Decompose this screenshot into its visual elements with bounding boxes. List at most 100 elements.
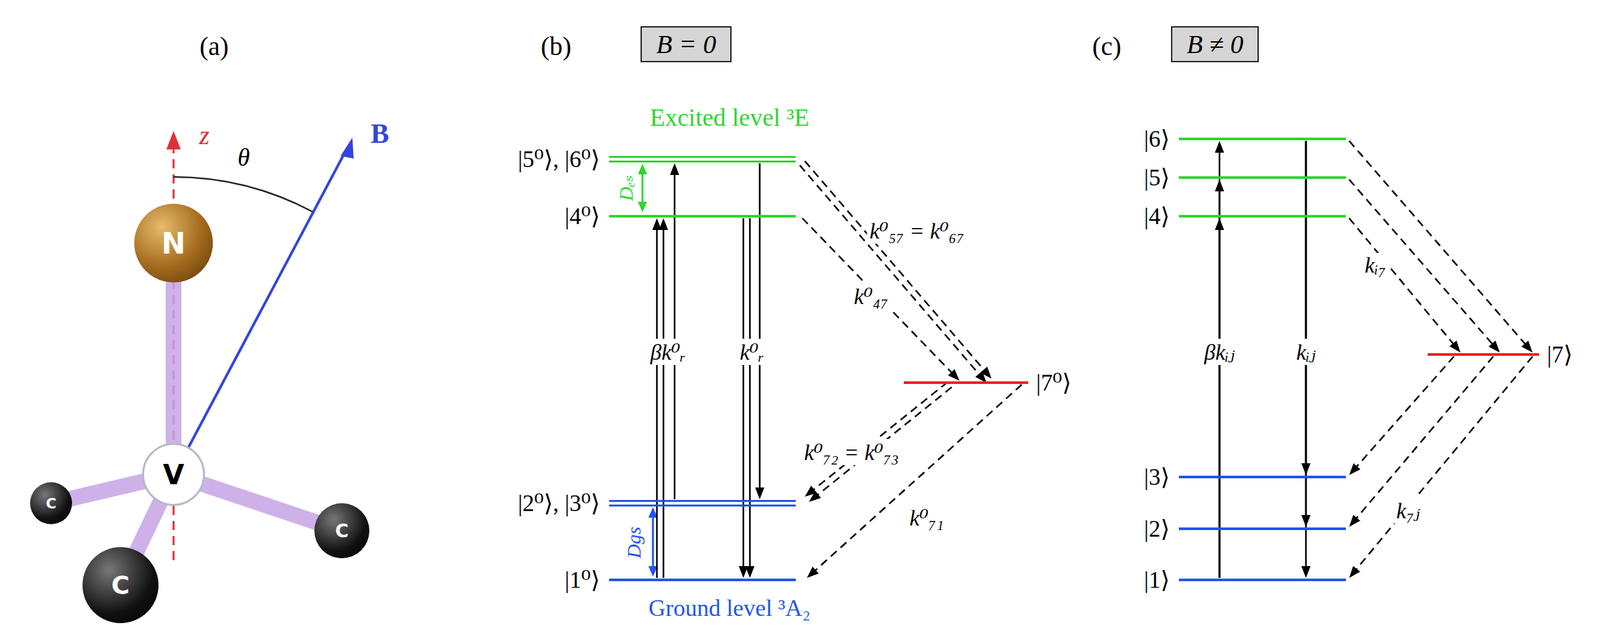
arrow-head	[1521, 340, 1533, 353]
transition-line	[656, 227, 659, 578]
angle-arc	[173, 176, 313, 212]
atom-ball: C	[30, 482, 73, 524]
panel-label: (a)	[199, 30, 229, 62]
annotation-label: z	[199, 119, 210, 151]
annotation-label: Dgs	[622, 526, 646, 559]
splitting-arrow-head	[637, 163, 648, 175]
state-label: |7⁰⟩	[1036, 368, 1072, 397]
energy-level: |1⟩	[1178, 578, 1346, 581]
nonradiative-transition	[806, 384, 1022, 578]
condition-text: B ≠ 0	[1186, 29, 1244, 59]
energy-level: |2⁰⟩, |3⁰⟩	[609, 499, 796, 507]
arrow-head	[1488, 340, 1500, 353]
panel-label: (c)	[1092, 30, 1122, 62]
splitting-arrow	[641, 171, 644, 205]
rate-label: k₇ⱼ	[1393, 497, 1423, 524]
state-label: |2⟩	[1144, 514, 1170, 543]
chemical-bond	[136, 501, 161, 552]
energy-level: |5⟩	[1178, 176, 1346, 179]
nonradiative-transition	[1349, 356, 1454, 475]
splitting-arrow-head	[637, 201, 648, 213]
energy-level: |5⁰⟩, |6⁰⟩	[609, 155, 796, 163]
annotation-label: Excited level ³E	[649, 102, 810, 132]
atom-ball: V	[142, 442, 205, 506]
chemical-bond	[70, 481, 145, 500]
field-vector	[175, 150, 346, 472]
rate-label: βk⁰ᵣ	[647, 338, 689, 365]
arrow-head	[738, 565, 748, 578]
state-label: |1⁰⟩	[564, 565, 600, 594]
energy-level: |4⟩	[1178, 214, 1346, 218]
optical-transition	[652, 218, 669, 578]
arrow-head	[1349, 463, 1361, 475]
rate-label: k⁰₇₂ = k⁰₇₃	[801, 438, 902, 466]
atom-symbol: V	[163, 458, 185, 491]
nonradiative-transition	[1349, 140, 1533, 353]
chemical-bond	[173, 280, 175, 445]
transition-line	[662, 227, 665, 578]
arrow-head	[658, 218, 669, 230]
transition-line	[1355, 356, 1494, 520]
transition-line	[673, 172, 676, 500]
energy-level: |2⟩	[1178, 527, 1346, 530]
energy-level: |1⁰⟩	[609, 578, 796, 581]
panel-label: (b)	[540, 30, 572, 62]
optical-transition	[755, 163, 765, 500]
condition-text: B = 0	[656, 29, 716, 59]
arrow-head	[806, 566, 819, 578]
optical-transition	[669, 163, 680, 500]
z-axis-head	[166, 130, 181, 150]
annotation-label: Ground level ³A₂	[648, 594, 811, 622]
transition-line	[759, 163, 762, 490]
rate-label: k⁰₇₁	[907, 504, 947, 531]
atom-ball: C	[82, 546, 159, 623]
atom-ball: C	[314, 502, 370, 559]
atom-symbol: N	[161, 226, 187, 261]
annotation-label: Dₑₛ	[614, 174, 638, 202]
condition-box: B ≠ 0	[1171, 26, 1259, 63]
arrow-head	[1349, 514, 1361, 527]
bond-line	[165, 280, 182, 445]
bond-line	[202, 483, 317, 523]
transition-line	[749, 218, 752, 569]
atom-ball: N	[134, 203, 213, 283]
state-label: |6⟩	[1144, 125, 1170, 153]
energy-level: |7⟩	[1427, 353, 1540, 356]
state-label: |1⟩	[1144, 565, 1170, 594]
arrow-head	[947, 368, 960, 381]
rate-label: kᵢⱼ	[1293, 338, 1318, 365]
nonradiative-transition	[1349, 218, 1461, 353]
rate-label: k⁰₅₇ = k⁰₆₇	[867, 217, 968, 244]
transition-line	[1349, 179, 1494, 346]
transition-line	[804, 161, 986, 372]
atom-symbol: C	[111, 570, 130, 600]
rate-label: kᵢ₇	[1362, 252, 1389, 278]
arrow-head	[1449, 340, 1461, 353]
nonradiative-transition	[1349, 356, 1533, 578]
state-label: |2⁰⟩, |3⁰⟩	[518, 489, 600, 517]
optical-transition	[738, 218, 755, 578]
arrow-head	[1214, 140, 1225, 153]
state-label: |4⁰⟩	[564, 202, 600, 230]
nonradiative-transition	[799, 161, 992, 384]
state-label: |4⟩	[1144, 202, 1170, 230]
transition-line	[812, 381, 948, 491]
splitting-arrow	[652, 514, 655, 569]
arrow-head	[1349, 565, 1361, 578]
chemical-bond	[202, 483, 317, 523]
arrow-head	[1301, 565, 1311, 578]
bond-line	[136, 501, 161, 552]
transition-line	[1355, 356, 1454, 469]
rate-label: k⁰ᵣ	[736, 338, 767, 365]
arrow-head	[669, 163, 680, 175]
field-vector-head	[340, 137, 354, 159]
rate-label: k⁰₄₇	[851, 282, 891, 310]
arrow-head	[804, 485, 817, 497]
transition-line	[742, 218, 745, 569]
arrow-head	[755, 487, 765, 500]
transition-line	[1355, 356, 1533, 571]
state-label: |7⟩	[1546, 340, 1573, 369]
